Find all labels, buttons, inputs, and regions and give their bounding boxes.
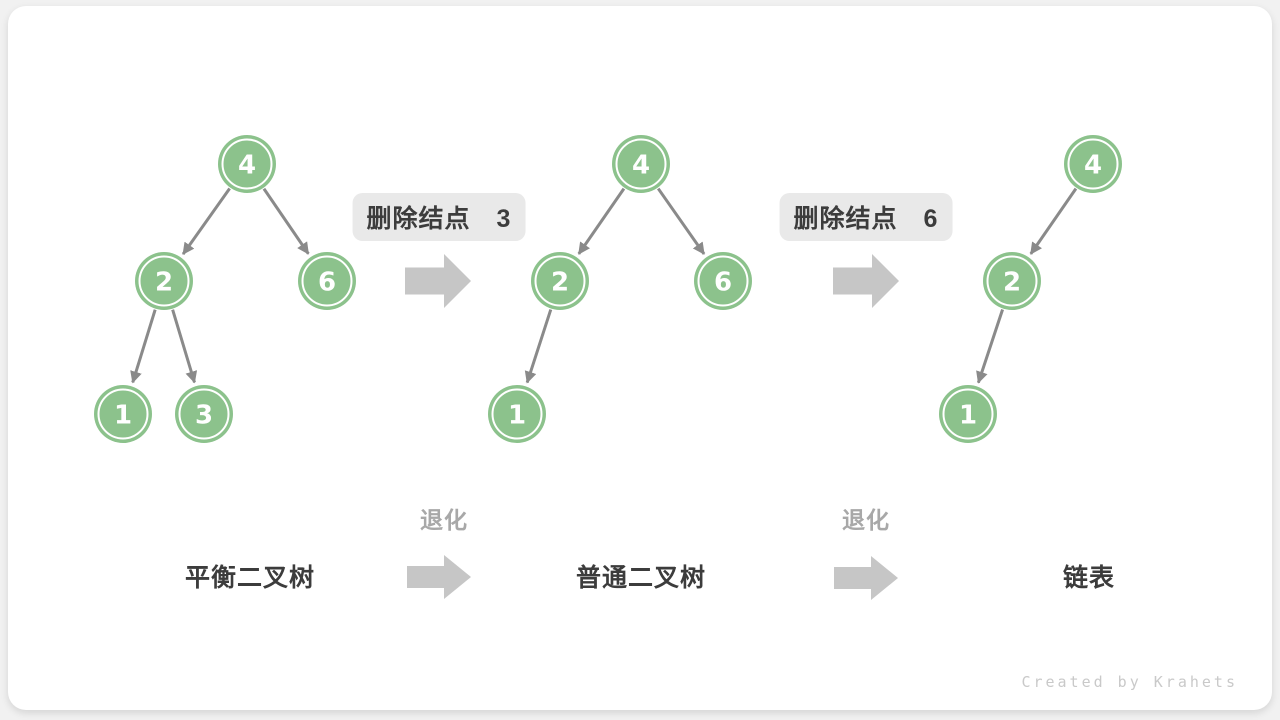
tree-node-4: 4 <box>612 135 670 193</box>
edge-2-to-3 <box>171 309 198 384</box>
stage-label-balanced-binary-tree: 平衡二叉树 <box>184 564 316 592</box>
edge-4-to-6 <box>262 187 310 255</box>
node-value: 4 <box>238 150 256 180</box>
node-inner-ring <box>697 255 749 307</box>
transition-label-delete-3: 删除结点 3 <box>352 193 526 241</box>
tree-node-1: 1 <box>94 385 152 443</box>
stage-label-linked-list: 链表 <box>1062 564 1116 592</box>
node-inner-ring <box>491 388 543 440</box>
node-circle <box>939 385 997 443</box>
node-value: 1 <box>114 400 132 430</box>
tree-linked-list: 4 2 1 <box>939 135 1122 443</box>
node-value: 3 <box>195 400 213 430</box>
degrade-text-1: 退化 <box>420 507 468 533</box>
tree-node-2: 2 <box>135 252 193 310</box>
edge-2-to-1 <box>524 309 553 384</box>
edge-2-to-1 <box>130 309 157 384</box>
node-inner-ring <box>301 255 353 307</box>
edge-4-to-6 <box>656 187 706 255</box>
tree-node-4: 4 <box>218 135 276 193</box>
watermark-credit: Created by Krahets <box>1021 673 1238 691</box>
node-circle <box>531 252 589 310</box>
node-circle <box>175 385 233 443</box>
tree-node-3: 3 <box>175 385 233 443</box>
node-circle <box>488 385 546 443</box>
transition-arrow-2 <box>833 254 899 308</box>
tree-node-6: 6 <box>298 252 356 310</box>
edge-2-to-1 <box>976 309 1005 384</box>
node-inner-ring <box>221 138 273 190</box>
diagram-card <box>8 6 1272 710</box>
node-inner-ring <box>615 138 667 190</box>
node-circle <box>983 252 1041 310</box>
tree-node-2: 2 <box>983 252 1041 310</box>
node-circle <box>298 252 356 310</box>
degrade-text-2: 退化 <box>842 507 890 533</box>
node-value: 4 <box>1084 150 1102 180</box>
node-circle <box>694 252 752 310</box>
node-value: 2 <box>155 267 173 297</box>
transition-label-delete-6: 删除结点 6 <box>779 193 953 241</box>
node-inner-ring <box>1067 138 1119 190</box>
tree-node-2: 2 <box>531 252 589 310</box>
tree-node-4: 4 <box>1064 135 1122 193</box>
node-inner-ring <box>534 255 586 307</box>
node-inner-ring <box>942 388 994 440</box>
node-inner-ring <box>138 255 190 307</box>
node-value: 1 <box>959 400 977 430</box>
node-value: 2 <box>1003 267 1021 297</box>
node-inner-ring <box>986 255 1038 307</box>
node-value: 1 <box>508 400 526 430</box>
edge-4-to-2 <box>577 187 626 255</box>
tree-node-1: 1 <box>939 385 997 443</box>
tree-node-6: 6 <box>694 252 752 310</box>
tree-ordinary-binary-tree: 4 2 6 1 <box>488 135 752 443</box>
edge-4-to-2 <box>181 187 231 255</box>
node-inner-ring <box>178 388 230 440</box>
node-value: 6 <box>318 267 336 297</box>
tree-node-1: 1 <box>488 385 546 443</box>
node-circle <box>94 385 152 443</box>
stage-label-ordinary-binary-tree: 普通二叉树 <box>575 564 707 592</box>
tree-balanced-binary-tree: 4 2 6 1 3 <box>94 135 356 443</box>
node-circle <box>1064 135 1122 193</box>
node-value: 2 <box>551 267 569 297</box>
node-value: 4 <box>632 150 650 180</box>
node-inner-ring <box>97 388 149 440</box>
node-value: 6 <box>714 267 732 297</box>
node-circle <box>612 135 670 193</box>
edge-4-to-2 <box>1029 187 1078 255</box>
degrade-arrow-2 <box>834 556 898 600</box>
transition-arrow-1 <box>405 254 471 308</box>
node-circle <box>218 135 276 193</box>
node-circle <box>135 252 193 310</box>
degrade-arrow-1 <box>407 555 471 599</box>
